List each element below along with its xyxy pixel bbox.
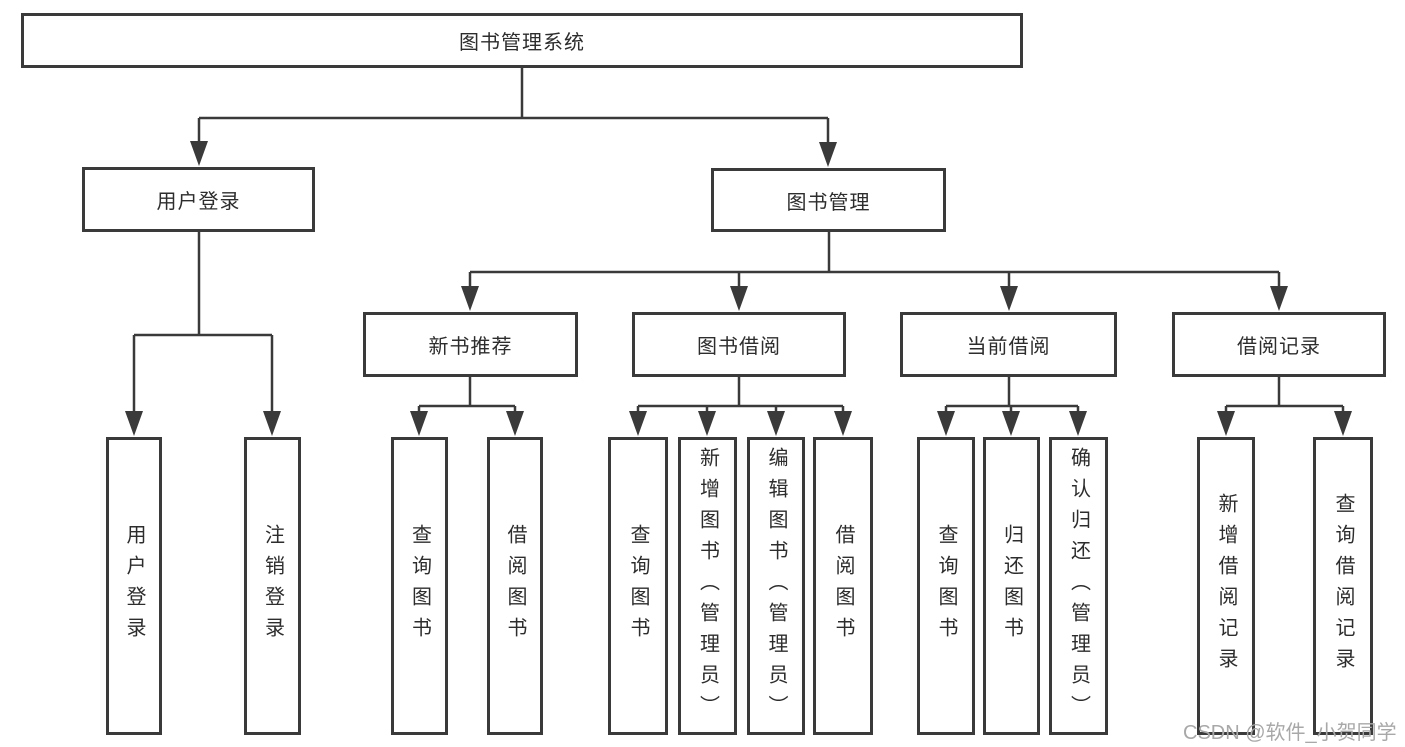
leaf-edit-book-admin-label: 编辑图书（管理员） (765, 446, 787, 726)
node-current-borrow: 当前借阅 (900, 312, 1117, 377)
node-current-borrow-label: 当前借阅 (966, 336, 1051, 358)
leaf-borrow-books-recommend: 借阅图书 (487, 437, 543, 735)
node-new-book-recommend-label: 新书推荐 (428, 336, 513, 358)
leaf-add-book-admin: 新增图书（管理员） (678, 437, 737, 735)
node-book-borrow-label: 图书借阅 (697, 336, 781, 358)
leaf-borrow-books-recommend-label: 借阅图书 (504, 524, 526, 648)
arrowheads (125, 141, 1352, 436)
node-book-management: 图书管理 (711, 168, 946, 232)
leaf-logout-label: 注销登录 (261, 524, 284, 648)
leaf-user-login: 用户登录 (106, 437, 162, 735)
leaf-borrow-books: 借阅图书 (813, 437, 873, 735)
leaf-confirm-return-admin-label: 确认归还（管理员） (1067, 446, 1090, 726)
leaf-user-login-label: 用户登录 (123, 524, 145, 648)
node-borrow-records-label: 借阅记录 (1237, 336, 1321, 358)
leaf-query-books-current-label: 查询图书 (935, 524, 957, 648)
leaf-add-borrow-record-label: 新增借阅记录 (1215, 493, 1237, 679)
leaf-add-borrow-record: 新增借阅记录 (1197, 437, 1255, 735)
leaf-query-borrow-record: 查询借阅记录 (1313, 437, 1373, 735)
node-borrow-records: 借阅记录 (1172, 312, 1386, 377)
leaf-query-books-borrow: 查询图书 (608, 437, 668, 735)
leaf-query-books-borrow-label: 查询图书 (627, 524, 649, 648)
node-book-management-label: 图书管理 (786, 191, 871, 214)
leaf-query-borrow-record-label: 查询借阅记录 (1332, 493, 1354, 679)
leaf-query-books-recommend: 查询图书 (391, 437, 448, 735)
leaf-query-books-current: 查询图书 (917, 437, 975, 735)
leaf-borrow-books-label: 借阅图书 (832, 524, 854, 648)
node-root-label: 图书管理系统 (459, 32, 585, 54)
node-new-book-recommend: 新书推荐 (363, 312, 578, 377)
leaf-edit-book-admin: 编辑图书（管理员） (747, 437, 805, 735)
node-user-login-label: 用户登录 (156, 191, 241, 213)
node-user-login: 用户登录 (82, 167, 315, 232)
leaf-confirm-return-admin: 确认归还（管理员） (1049, 437, 1108, 735)
leaf-query-books-recommend-label: 查询图书 (408, 524, 431, 648)
leaf-return-book-label: 归还图书 (1000, 524, 1023, 648)
node-book-borrow: 图书借阅 (632, 312, 846, 377)
csdn-watermark: CSDN @软件_小贺同学 (1183, 722, 1397, 744)
leaf-logout: 注销登录 (244, 437, 301, 735)
node-root: 图书管理系统 (21, 13, 1023, 68)
leaf-add-book-admin-label: 新增图书（管理员） (696, 446, 719, 726)
leaf-return-book: 归还图书 (983, 437, 1040, 735)
